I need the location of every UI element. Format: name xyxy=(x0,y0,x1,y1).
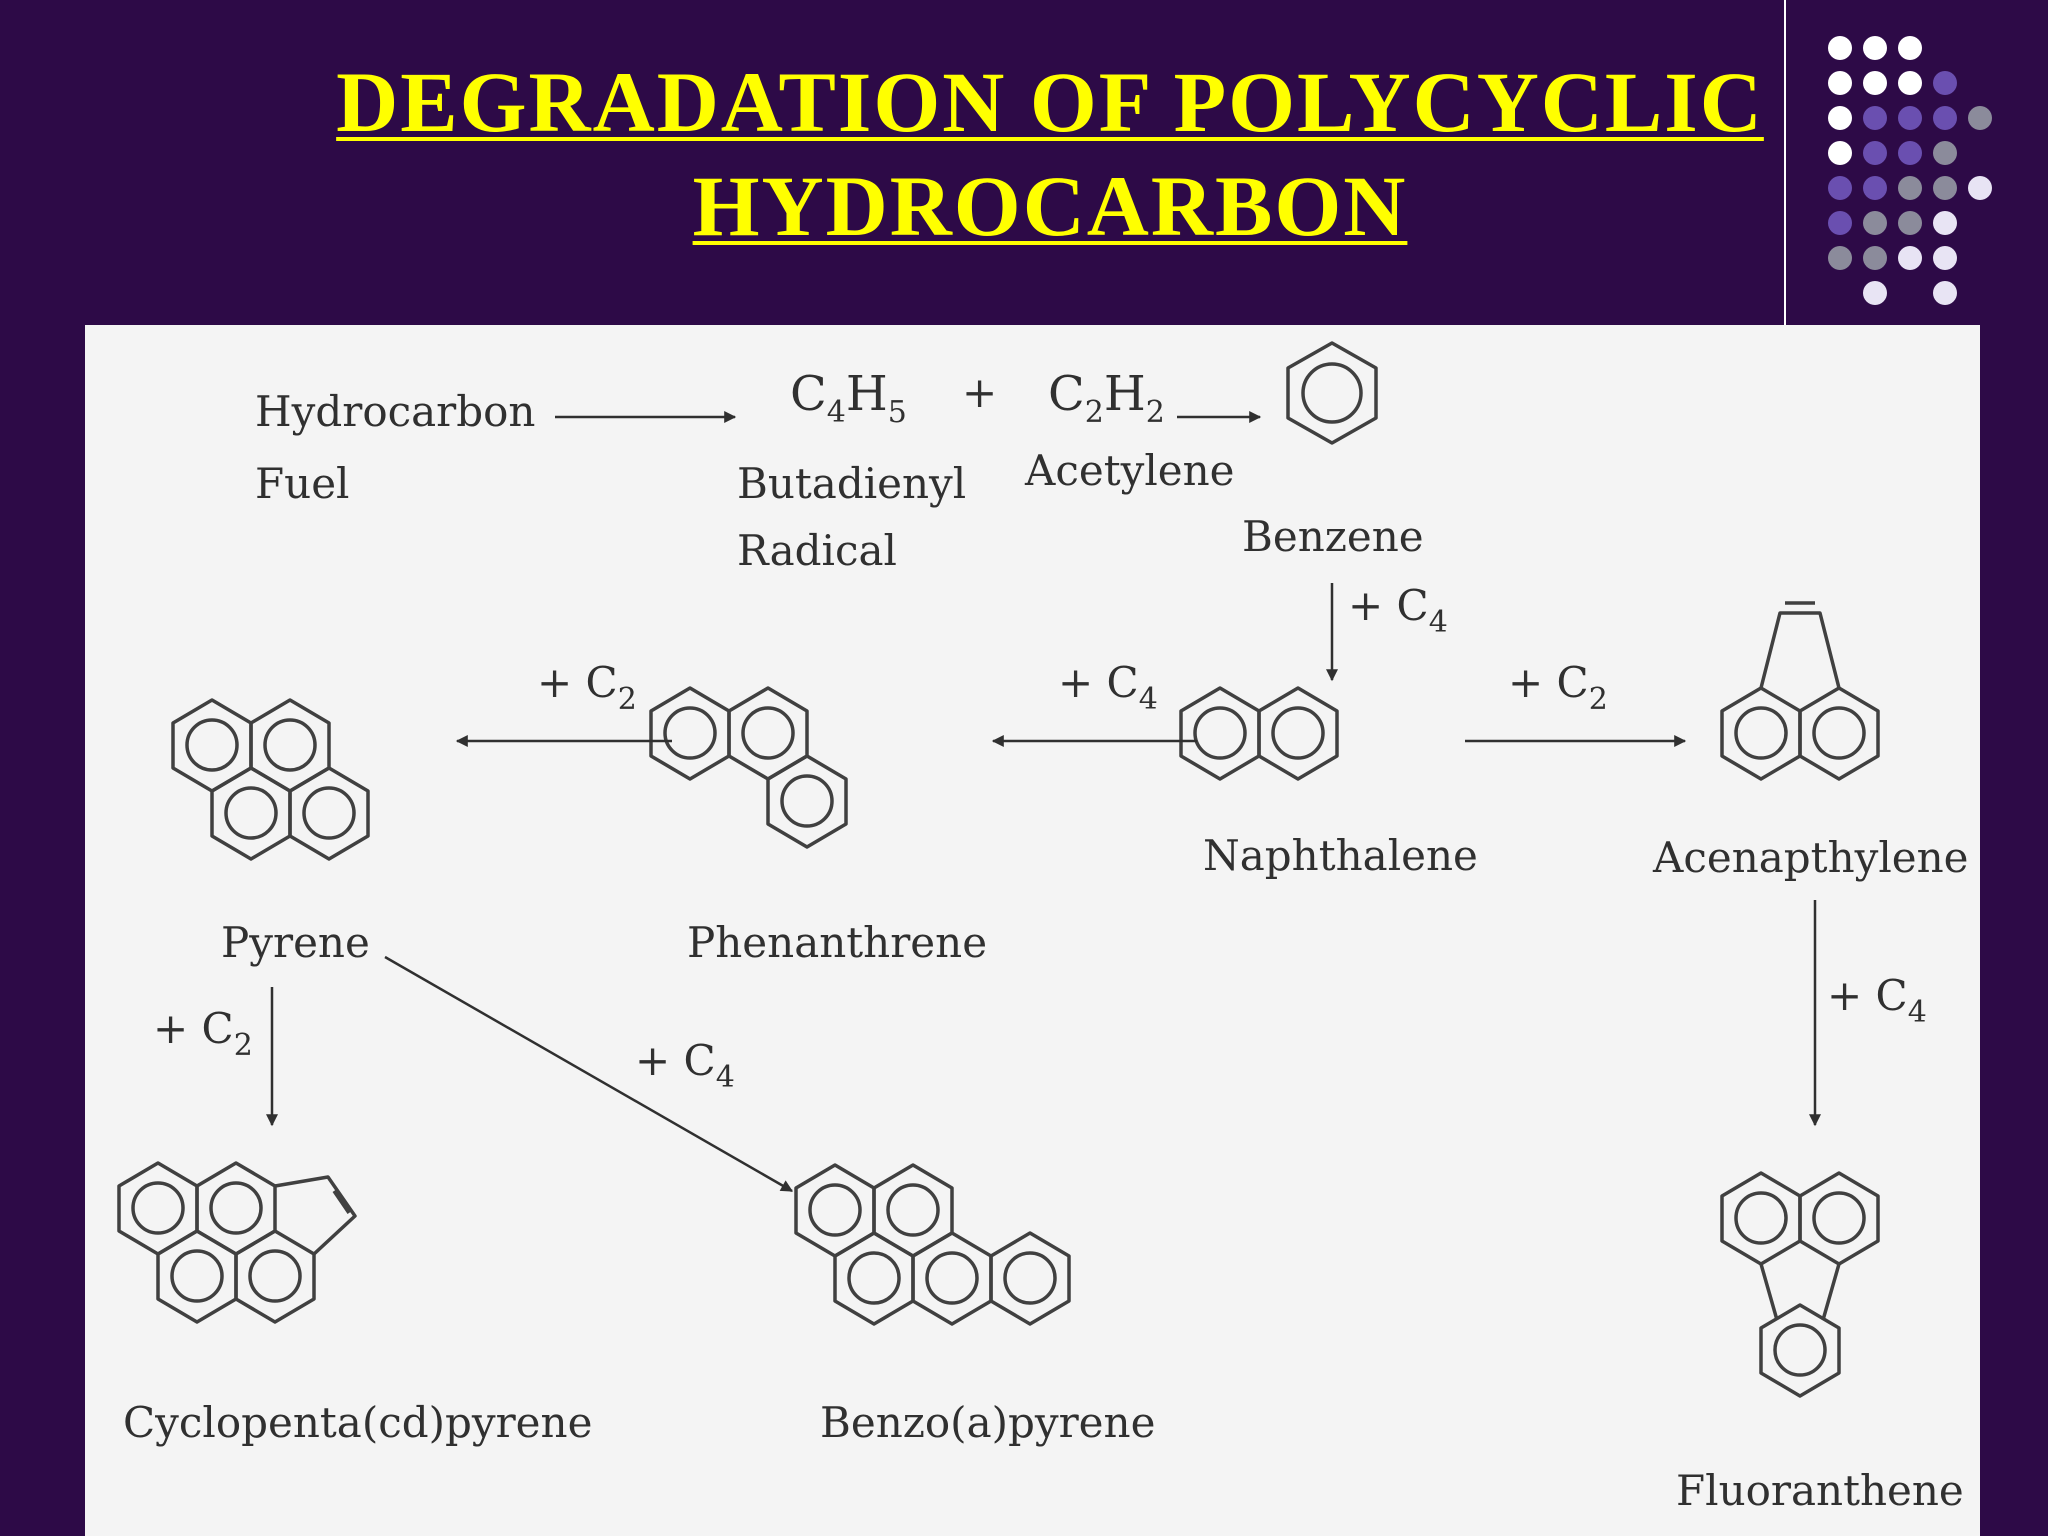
dot-grid-row-3 xyxy=(1828,106,1992,130)
slide-title: DEGRADATION OF POLYCYCLIC HYDROCARBON xyxy=(0,50,2048,258)
fluoranthene-structure xyxy=(1720,1171,1880,1398)
benzene-structure xyxy=(1286,341,1378,445)
formula-c2h2: C2H2 xyxy=(1048,366,1165,430)
dot-grid-row-1 xyxy=(1828,36,1922,60)
label-acenapthylene: Acenapthylene xyxy=(1652,833,1969,882)
naphthalene-structure xyxy=(1179,686,1339,781)
title-line-1: DEGRADATION OF POLYCYCLIC xyxy=(336,54,1764,150)
step-naphthalene-to-phenanthrene: + C4 xyxy=(1058,658,1158,717)
formula-c4h5: C4H5 xyxy=(790,366,907,430)
plus-sign: + xyxy=(962,368,997,417)
benzo-a-pyrene-structure xyxy=(794,1163,1071,1326)
dot-grid-row-6 xyxy=(1828,211,1957,235)
label-naphthalene: Naphthalene xyxy=(1203,831,1478,880)
label-phenanthrene: Phenanthrene xyxy=(687,918,987,967)
dot-grid-row-8 xyxy=(1863,281,1957,305)
phenanthrene-structure xyxy=(649,686,848,849)
label-pyrene: Pyrene xyxy=(221,918,370,967)
pyrene-structure xyxy=(171,698,370,861)
label-radical: Radical xyxy=(737,526,897,575)
label-fuel: Fuel xyxy=(255,459,349,508)
acenapthylene-structure xyxy=(1720,601,1880,781)
title-divider-line xyxy=(1784,0,1786,325)
step-naphthalene-to-acenapthylene: + C2 xyxy=(1508,658,1608,717)
label-butadienyl: Butadienyl xyxy=(737,459,966,508)
step-pyrene-to-cyclopenta-cd-pyrene: + C2 xyxy=(153,1004,253,1063)
dot-grid-row-7 xyxy=(1828,246,1957,270)
dot-grid-row-2 xyxy=(1828,71,1957,95)
title-line-2: HYDROCARBON xyxy=(692,158,1408,254)
decorative-dot-grid xyxy=(1828,36,1992,305)
step-phenanthrene-to-pyrene: + C2 xyxy=(537,658,637,717)
reaction-diagram: Hydrocarbon Fuel C4H5 + C2H2 Butadienyl … xyxy=(117,341,1969,1515)
label-hydrocarbon: Hydrocarbon xyxy=(255,387,535,436)
label-benzo-a-pyrene: Benzo(a)pyrene xyxy=(820,1398,1155,1447)
reaction-diagram-panel: Hydrocarbon Fuel C4H5 + C2H2 Butadienyl … xyxy=(85,325,1980,1536)
label-cyclopenta-cd-pyrene: Cyclopenta(cd)pyrene xyxy=(123,1398,592,1447)
dot-grid-row-5 xyxy=(1828,176,1992,200)
cyclopenta-cd-pyrene-structure xyxy=(117,1161,357,1324)
step-pyrene-to-benzo-a-pyrene: + C4 xyxy=(635,1036,735,1095)
step-benzene-to-naphthalene: + C4 xyxy=(1348,581,1448,640)
label-acetylene: Acetylene xyxy=(1024,446,1235,495)
step-acenapthylene-to-fluoranthene: + C4 xyxy=(1827,971,1927,1030)
label-benzene: Benzene xyxy=(1242,512,1424,561)
arrow-pyrene-to-benzo-a-pyrene xyxy=(384,955,794,1193)
dot-grid-row-4 xyxy=(1828,141,1957,165)
label-fluoranthene: Fluoranthene xyxy=(1676,1466,1964,1515)
